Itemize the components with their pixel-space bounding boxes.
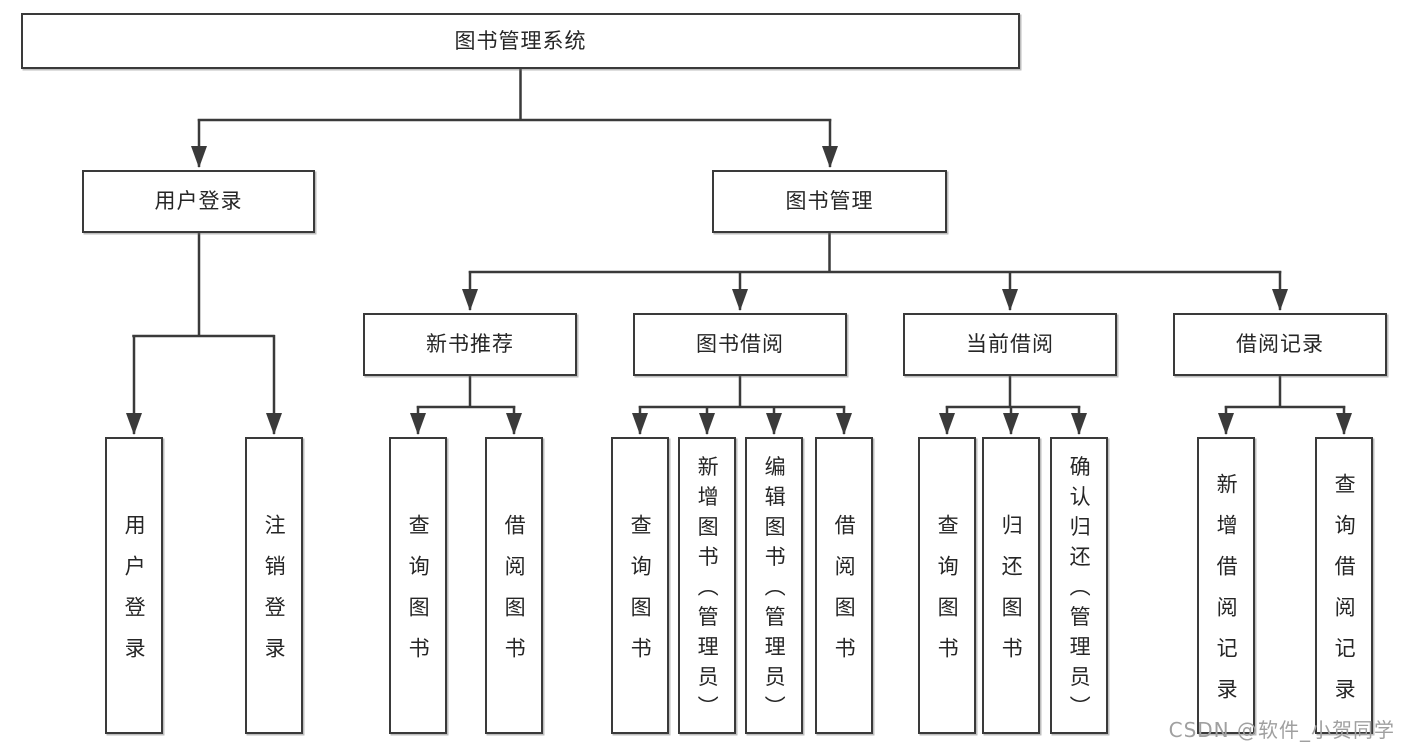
leaf-label: 确认归还（管理员） xyxy=(1067,455,1092,725)
node-new-book-recommend: 新书推荐 xyxy=(363,313,577,376)
leaf-query-books-borrow: 查询图书 xyxy=(611,437,669,734)
node-current-borrow: 当前借阅 xyxy=(903,313,1117,376)
node-label: 图书管理 xyxy=(785,189,874,214)
leaf-query-borrow-record: 查询借阅记录 xyxy=(1315,437,1373,734)
leaf-user-login: 用户登录 xyxy=(105,437,163,734)
node-library-management-system: 图书管理系统 xyxy=(21,13,1020,69)
leaf-label: 查询图书 xyxy=(628,513,653,678)
leaf-borrow-books-recommend: 借阅图书 xyxy=(485,437,543,734)
node-label: 借阅记录 xyxy=(1236,332,1324,357)
leaf-label: 新增图书（管理员） xyxy=(695,455,720,725)
node-borrow-records: 借阅记录 xyxy=(1173,313,1387,376)
node-label: 图书借阅 xyxy=(696,332,784,357)
leaf-borrow-books: 借阅图书 xyxy=(815,437,873,734)
node-book-borrow: 图书借阅 xyxy=(633,313,847,376)
leaf-confirm-return-admin: 确认归还（管理员） xyxy=(1050,437,1108,734)
node-label: 新书推荐 xyxy=(426,332,514,357)
leaf-query-books-recommend: 查询图书 xyxy=(389,437,447,734)
leaf-logout: 注销登录 xyxy=(245,437,303,734)
node-label: 图书管理系统 xyxy=(454,28,587,53)
leaf-add-borrow-record: 新增借阅记录 xyxy=(1197,437,1255,734)
leaf-edit-book-admin: 编辑图书（管理员） xyxy=(745,437,803,734)
node-book-management: 图书管理 xyxy=(712,170,947,233)
node-user-login: 用户登录 xyxy=(82,170,315,233)
leaf-label: 注销登录 xyxy=(262,513,287,678)
leaf-label: 借阅图书 xyxy=(502,513,527,678)
leaf-label: 查询借阅记录 xyxy=(1332,472,1357,719)
leaf-add-book-admin: 新增图书（管理员） xyxy=(678,437,736,734)
leaf-label: 新增借阅记录 xyxy=(1214,472,1239,719)
leaf-query-books-current: 查询图书 xyxy=(918,437,976,734)
leaf-label: 查询图书 xyxy=(935,513,960,678)
leaf-label: 归还图书 xyxy=(999,513,1024,678)
leaf-label: 用户登录 xyxy=(122,513,147,678)
leaf-label: 查询图书 xyxy=(406,513,431,678)
csdn-watermark: CSDN @软件_小贺同学 xyxy=(1168,718,1395,742)
node-label: 用户登录 xyxy=(154,189,243,214)
leaf-label: 编辑图书（管理员） xyxy=(762,455,787,725)
leaf-label: 借阅图书 xyxy=(832,513,857,678)
leaf-return-book: 归还图书 xyxy=(982,437,1040,734)
node-label: 当前借阅 xyxy=(966,332,1054,357)
